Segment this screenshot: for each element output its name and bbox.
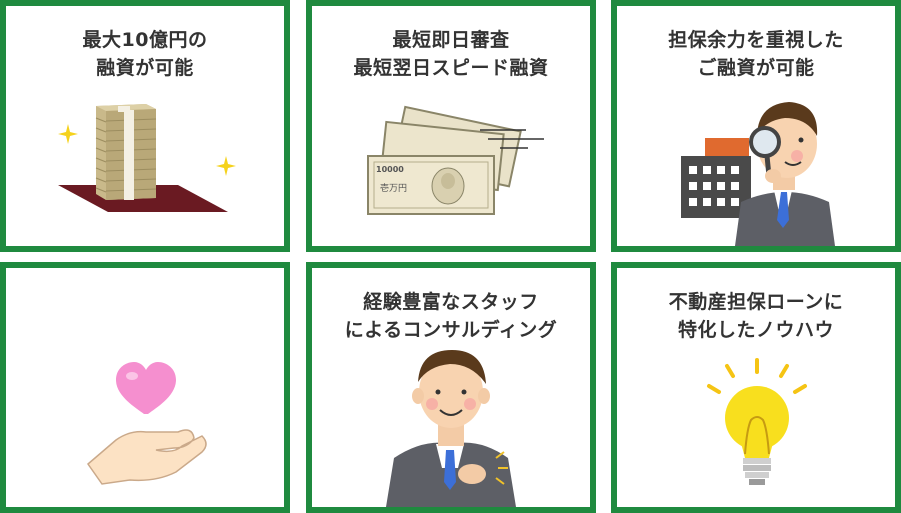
feature-card-speed: 最短即日審査 最短翌日スピード融資 10000 壱万円 (306, 0, 596, 252)
card-title-line1: 最大10億円の (82, 29, 208, 51)
card-title: 最短即日審査 最短翌日スピード融資 (312, 26, 590, 82)
feature-card-knowhow: 不動産担保ローンに 特化したノウハウ (611, 262, 901, 513)
card-title-line2: によるコンサルディング (344, 319, 558, 341)
staff-icon (386, 350, 516, 507)
heart-hand-icon (86, 362, 207, 485)
card-title-line2: 融資が可能 (96, 57, 194, 79)
banknotes-icon: 10000 壱万円 (367, 105, 544, 215)
feature-card-care (0, 262, 290, 513)
card-title: 担保余力を重視した ご融資が可能 (617, 26, 895, 82)
card-title-line1: 担保余力を重視した (668, 29, 844, 51)
feature-card-collateral: 担保余力を重視した ご融資が可能 (611, 0, 901, 252)
card-title-line1: 不動産担保ローンに (668, 291, 844, 313)
card-title-line2: ご融資が可能 (697, 57, 815, 79)
card-title-line2: 最短翌日スピード融資 (353, 57, 549, 79)
lightbulb-icon (707, 358, 807, 485)
feature-card-staff: 経験豊富なスタッフ によるコンサルディング (306, 262, 596, 513)
banknote-serial: 壱万円 (380, 182, 407, 194)
card-title: 経験豊富なスタッフ によるコンサルディング (312, 288, 590, 344)
feature-card-max-loan: 最大10億円の 融資が可能 (0, 0, 290, 252)
card-title: 最大10億円の 融資が可能 (6, 26, 284, 82)
card-title-line1: 経験豊富なスタッフ (363, 291, 539, 313)
inspector-icon (681, 102, 835, 246)
banknote-value: 10000 (376, 165, 404, 174)
card-title-line1: 最短即日審査 (392, 29, 510, 51)
money-stack-icon (58, 104, 236, 212)
card-title: 不動産担保ローンに 特化したノウハウ (617, 288, 895, 344)
card-title-line2: 特化したノウハウ (677, 319, 834, 341)
